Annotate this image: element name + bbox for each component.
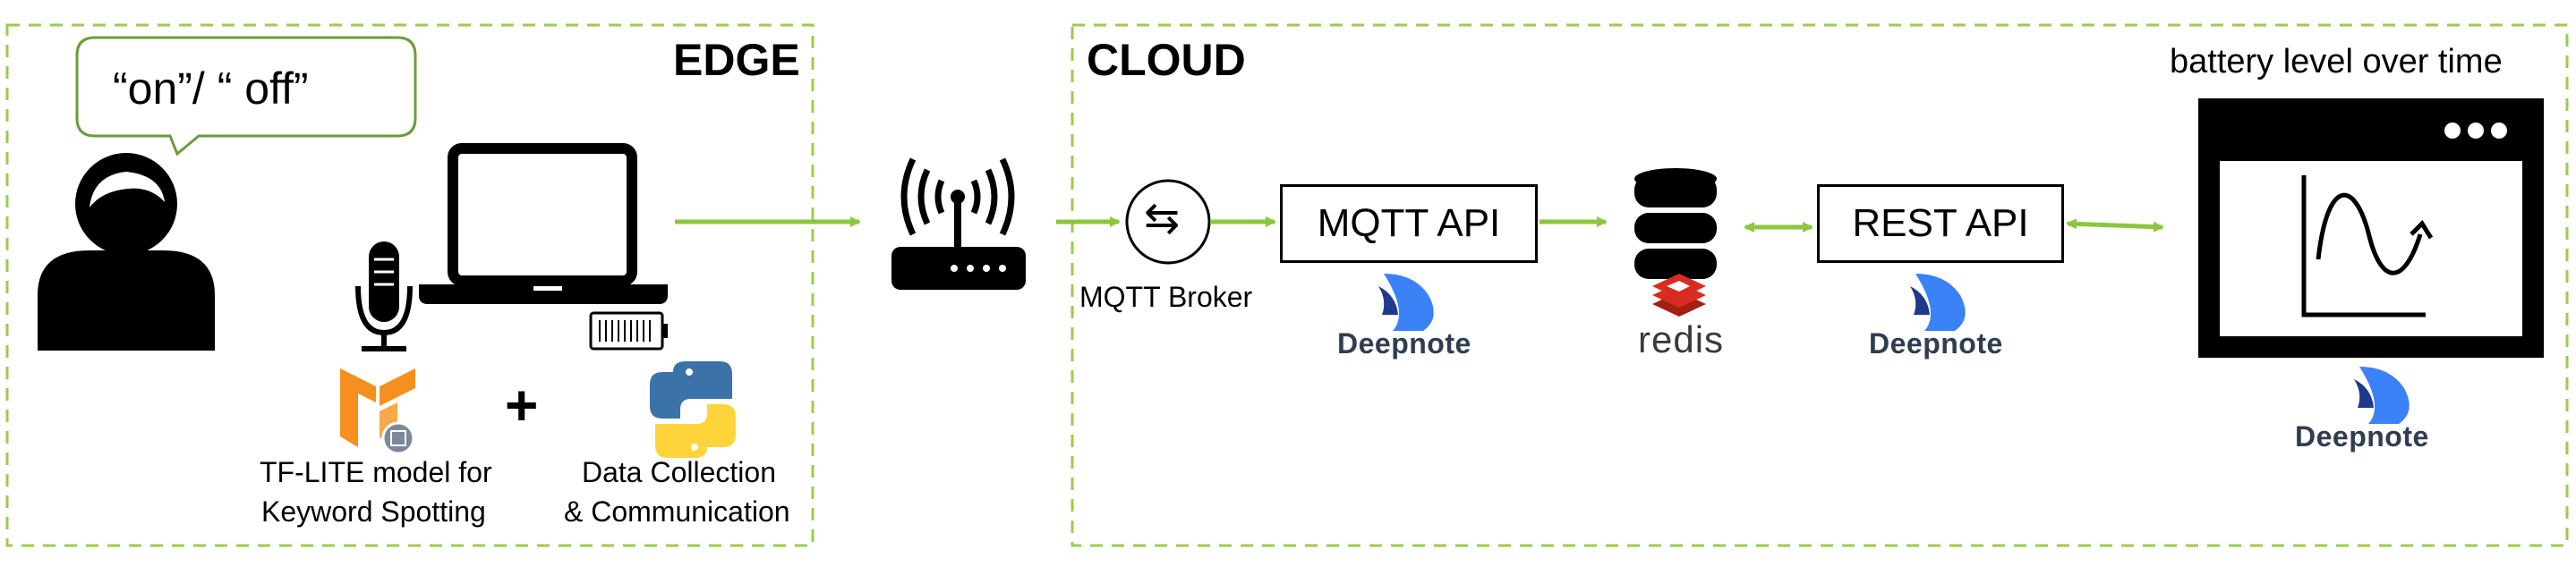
cloud-title: CLOUD	[1087, 35, 1246, 85]
microphone-icon	[355, 241, 413, 351]
battery-icon	[589, 311, 668, 351]
redis-label: redis	[1638, 318, 1725, 360]
deepnote-label-mqtt: Deepnote	[1337, 327, 1471, 360]
router-icon	[891, 157, 1026, 290]
tensorflow-icon	[340, 368, 415, 455]
person-icon	[38, 153, 215, 351]
deepnote-icon	[1378, 274, 1434, 331]
rest-api-box: REST API	[1817, 184, 2064, 263]
deepnote-icon	[1910, 274, 1966, 331]
tflite-caption-line2: Keyword Spotting	[261, 495, 486, 528]
python-caption-line1: Data Collection	[582, 456, 776, 488]
deepnote-label-dashboard: Deepnote	[2295, 420, 2429, 453]
mqtt-broker-label: MQTT Broker	[1079, 281, 1253, 313]
python-icon	[650, 361, 736, 458]
laptop-icon	[419, 143, 668, 304]
redis-icon	[1652, 274, 1706, 317]
deepnote-label-rest: Deepnote	[1869, 327, 2003, 360]
database-icon	[1634, 168, 1717, 279]
speech-bubble	[75, 36, 417, 157]
mqtt-api-label: MQTT API	[1317, 201, 1501, 245]
tflite-caption-line1: TF-LITE model for	[260, 456, 492, 488]
rest-api-label: REST API	[1852, 201, 2029, 245]
mqtt-broker-node	[1125, 179, 1211, 265]
edge-section-frame	[5, 23, 815, 547]
mqtt-broker-icon: ⇆	[1144, 195, 1181, 242]
rest-api-dashboard-arrow	[2066, 218, 2164, 233]
plus-sign: +	[505, 373, 539, 437]
python-caption-line2: & Communication	[564, 495, 790, 528]
cloud-section-frame	[1070, 23, 2569, 547]
speech-bubble-text: “on”/ “ off”	[113, 63, 309, 114]
edge-title: EDGE	[673, 35, 800, 85]
mqtt-api-box: MQTT API	[1280, 184, 1538, 263]
deepnote-icon	[2354, 367, 2410, 424]
dashboard-title: battery level over time	[2170, 43, 2503, 80]
browser-window-icon	[2198, 98, 2544, 358]
